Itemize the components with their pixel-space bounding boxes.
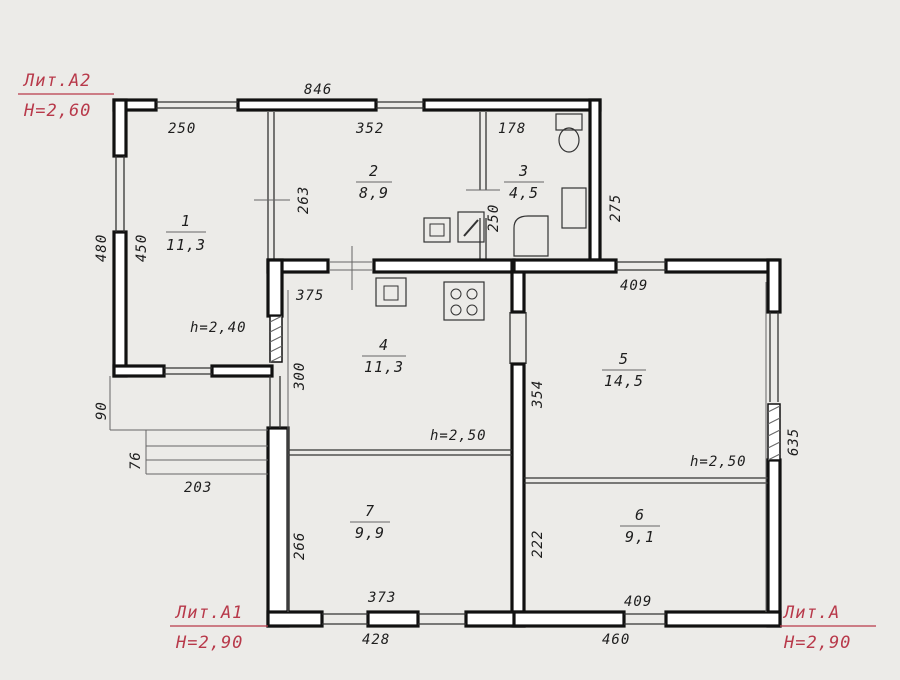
room-2-area: 8,9: [359, 184, 389, 202]
dim-porch-203: 203: [184, 480, 212, 496]
room-7-area: 9,9: [355, 524, 385, 542]
dim-room5-height: 354: [530, 380, 546, 409]
lit-a1-height: H=2,90: [175, 633, 243, 653]
dim-room1-inner: 450: [134, 234, 150, 262]
dim-room2-height: 263: [296, 186, 312, 214]
dim-room7-width: 373: [367, 590, 396, 606]
room-5-number: 5: [619, 350, 629, 368]
ceiling-height-a1: h=2,50: [430, 428, 487, 444]
cooktop-icon: [443, 281, 485, 321]
boiler-icon: [423, 217, 451, 243]
sink-icon: [561, 187, 587, 229]
dim-right-a2: 275: [608, 194, 624, 222]
porch: [109, 376, 268, 475]
dim-bottom-a1: 428: [362, 632, 390, 648]
dimension-labels: 846 250 352 178 275 450 480 263 250 375 …: [94, 82, 802, 648]
dim-room6-height: 222: [530, 530, 546, 558]
dim-porch-76: 76: [128, 451, 144, 470]
ceiling-heights: h=2,40 h=2,50 h=2,50: [190, 320, 747, 470]
kitchen-sink-icon: [375, 277, 407, 307]
dim-room6-width: 409: [624, 594, 652, 610]
stove-heater-icon: [457, 211, 485, 243]
dim-porch-90: 90: [94, 401, 110, 420]
lit-a2-height: H=2,60: [23, 101, 91, 121]
room-3-area: 4,5: [509, 184, 539, 202]
walls-a-a1: [266, 246, 782, 628]
fixtures: [375, 113, 587, 321]
dim-room5-width: 409: [620, 278, 648, 294]
dim-room7-height: 266: [292, 532, 308, 560]
room-1-number: 1: [181, 212, 191, 230]
toilet-bowl-icon: [558, 127, 580, 153]
dim-right-a: 635: [786, 428, 802, 456]
room-4-area: 11,3: [364, 358, 404, 376]
building-labels: Лит.А2 H=2,60 Лит.А1 H=2,90 Лит.А H=2,90: [18, 71, 876, 653]
dim-room3-height: 250: [486, 204, 502, 232]
lit-a2-label: Лит.А2: [22, 71, 91, 91]
ceiling-height-a: h=2,50: [690, 454, 747, 470]
dim-room3-width: 178: [498, 121, 526, 137]
room-6-area: 9,1: [625, 528, 655, 546]
room-1-area: 11,3: [166, 236, 206, 254]
dim-room1-width: 250: [168, 121, 196, 137]
dim-top-total: 846: [304, 82, 332, 98]
room-7-number: 7: [365, 502, 375, 520]
dim-bottom-a: 460: [602, 632, 630, 648]
lit-a1-label: Лит.А1: [174, 603, 243, 623]
room-3-number: 3: [518, 162, 529, 180]
lit-a-height: H=2,90: [783, 633, 851, 653]
room-4-number: 4: [379, 336, 389, 354]
dim-room4-width: 375: [295, 288, 324, 304]
room-labels: 1 11,3 2 8,9 3 4,5 4 11,3 5 14,5 6 9,1 7…: [166, 162, 660, 546]
dim-room4-height: 300: [292, 362, 308, 391]
dim-room1-outer: 480: [94, 234, 110, 262]
ceiling-height-a2: h=2,40: [190, 320, 247, 336]
room-5-area: 14,5: [604, 372, 644, 390]
lit-a-label: Лит.А: [782, 603, 840, 623]
room-6-number: 6: [635, 506, 645, 524]
dim-room2-width: 352: [355, 121, 384, 137]
room-2-number: 2: [369, 162, 379, 180]
bathtub-icon: [513, 215, 549, 257]
toilet-icon: [555, 113, 583, 131]
walls-a2: [112, 98, 602, 378]
